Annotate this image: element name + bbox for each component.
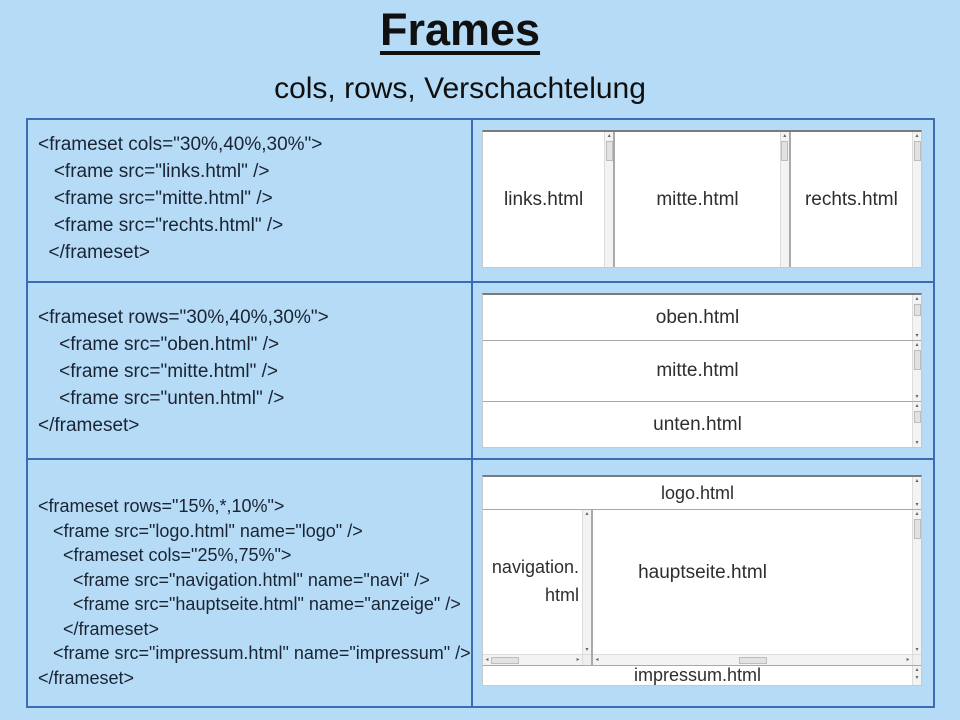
frame-label-line: html [544,585,579,605]
scroll-down-icon: ▾ [585,647,589,653]
vertical-scrollbar: ▴ ▾ [912,666,921,685]
vertical-scrollbar: ▴ ▾ [912,402,921,447]
scroll-thumb [605,141,613,161]
frame-label: hauptseite.html [638,562,767,583]
scroll-right-icon: ▸ [576,657,580,663]
frame-label: mitte.html [656,360,739,381]
scroll-left-icon: ◂ [485,657,489,663]
scroll-down-icon: ▾ [915,394,919,400]
scroll-down-icon: ▾ [915,647,919,653]
vertical-scrollbar: ▴ [779,132,789,267]
examples-table: <frameset cols="30%,40%,30%"> <frame src… [26,118,935,708]
code-line: </frameset> [38,618,160,639]
frame-box-links: links.html ▴ [483,132,614,267]
code-line: <frameset rows="30%,40%,30%"> [38,307,329,328]
frame-box-mitte: mitte.html ▴ [613,132,789,267]
scroll-right-icon: ▸ [906,657,910,663]
horizontal-scrollbar: ◂ ▸ [593,654,912,665]
scroll-down-icon: ▾ [915,502,919,508]
scroll-thumb [913,519,921,539]
vertical-scrollbar: ▴ [604,132,614,267]
code-line: <frame src="unten.html" /> [38,388,285,409]
scroll-up-icon: ▴ [915,296,919,302]
frame-label: navigation. html [492,554,579,610]
preview-cell-rows: oben.html ▴ ▾ mitte.html ▴ ▾ unten.h [473,283,933,460]
frame-label: oben.html [655,306,740,328]
vertical-scrollbar: ▴ ▾ [912,510,921,654]
scroll-down-icon: ▾ [915,333,919,339]
frame-box-unten: unten.html ▴ ▾ [483,401,921,447]
preview-cell-cols: links.html ▴ mitte.html ▴ rechts.html ▴ [473,120,933,283]
scroll-up-icon: ▴ [915,403,919,409]
vertical-scrollbar: ▴ ▾ [912,295,921,340]
scroll-up-icon: ▴ [915,342,919,348]
scroll-up-icon: ▴ [915,133,919,139]
scrollbar-corner [582,654,591,665]
scroll-thumb [913,141,921,161]
code-line: </frameset> [38,242,150,263]
vertical-scrollbar: ▴ ▾ [912,477,921,509]
scroll-up-icon: ▴ [783,133,787,139]
frameset-preview-rows: oben.html ▴ ▾ mitte.html ▴ ▾ unten.h [482,293,922,448]
scroll-thumb [913,304,921,316]
code-block-nested: <frameset rows="15%,*,10%"> <frame src="… [28,460,473,706]
frame-box-mitte: mitte.html ▴ ▾ [483,340,921,401]
frame-label: rechts.html [804,188,898,210]
frame-label: logo.html [660,482,735,503]
frame-box-impressum: impressum.html ▴ ▾ [483,665,921,685]
scroll-down-icon: ▾ [915,675,919,681]
scroll-down-icon: ▾ [915,440,919,446]
scroll-up-icon: ▴ [915,667,919,673]
frameset-preview-nested: logo.html ▴ ▾ navigation. html [482,475,922,686]
scroll-thumb [738,656,767,664]
scroll-up-icon: ▴ [915,511,919,517]
scroll-thumb [781,141,789,161]
slide-subtitle: cols, rows, Verschachtelung [274,72,646,105]
preview-cell-nested: logo.html ▴ ▾ navigation. html [473,460,933,706]
scroll-thumb [913,350,921,370]
code-line: <frame src="links.html" /> [38,161,270,182]
frame-box-oben: oben.html ▴ ▾ [483,295,921,340]
code-line: <frame src="hauptseite.html" name="anzei… [38,594,461,614]
slide-title: Frames [379,4,541,55]
frame-box-logo: logo.html ▴ ▾ [483,477,921,510]
code-block-rows: <frameset rows="30%,40%,30%"> <frame src… [28,283,473,460]
code-line: <frameset rows="15%,*,10%"> [38,496,285,516]
scroll-up-icon: ▴ [607,133,611,139]
vertical-scrollbar: ▴ ▾ [912,341,921,401]
frame-box-navigation: navigation. html ▴ ▾ ◂ ▸ [483,510,593,665]
code-line: </frameset> [38,667,135,688]
frame-box-hauptseite: hauptseite.html ▴ ▾ ◂ ▸ [593,510,921,665]
frame-label: mitte.html [656,188,739,210]
scroll-up-icon: ▴ [915,478,919,484]
frame-label: links.html [504,188,584,210]
frameset-preview-cols: links.html ▴ mitte.html ▴ rechts.html ▴ [482,130,922,268]
scroll-thumb [491,656,519,664]
frame-label: impressum.html [633,666,762,685]
code-line: <frameset cols="30%,40%,30%"> [38,134,323,155]
code-line: </frameset> [38,415,140,436]
code-line: <frame src="navigation.html" name="navi"… [38,569,430,590]
frame-box-rechts: rechts.html ▴ [788,132,921,267]
nested-middle-frameset: navigation. html ▴ ▾ ◂ ▸ [483,510,921,665]
code-line: <frame src="mitte.html" /> [38,188,273,209]
frame-label: unten.html [653,413,742,435]
code-line: <frame src="rechts.html" /> [38,215,284,236]
vertical-scrollbar: ▴ ▾ [582,510,591,654]
frame-label-line: navigation. [491,557,579,578]
scrollbar-corner [912,654,921,665]
scroll-thumb [913,411,921,423]
code-line: <frame src="logo.html" name="logo" /> [38,520,363,541]
code-block-cols: <frameset cols="30%,40%,30%"> <frame src… [28,120,473,283]
scroll-left-icon: ◂ [595,657,599,663]
code-line: <frame src="oben.html" /> [38,334,280,355]
vertical-scrollbar: ▴ [912,132,921,267]
code-line: <frame src="impressum.html" name="impres… [38,643,471,663]
frame-content: navigation. html [483,510,582,654]
scroll-up-icon: ▴ [585,511,589,517]
code-line: <frameset cols="25%,75%"> [38,545,292,565]
horizontal-scrollbar: ◂ ▸ [483,654,582,665]
code-line: <frame src="mitte.html" /> [38,361,278,382]
